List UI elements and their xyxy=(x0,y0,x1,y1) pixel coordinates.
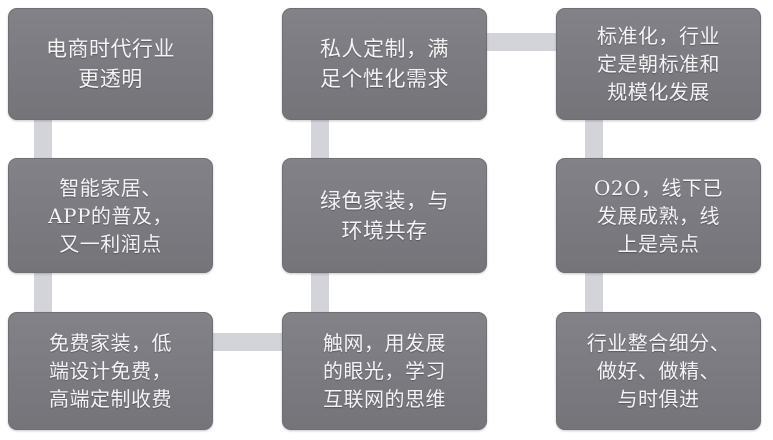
node-r1c2[interactable]: 私人定制，满 足个性化需求 xyxy=(282,8,487,120)
node-r2c1[interactable]: 智能家居、 APP的普及， 又一利润点 xyxy=(8,158,213,273)
node-r1c3[interactable]: 标准化，行业 定是朝标准和 规模化发展 xyxy=(556,8,761,120)
node-r1c2-label: 私人定制，满 足个性化需求 xyxy=(320,37,449,91)
node-r3c1[interactable]: 免费家装，低 端设计免费， 高端定制收费 xyxy=(8,312,213,430)
node-r1c3-label: 标准化，行业 定是朝标准和 规模化发展 xyxy=(597,24,720,104)
node-r1c1-label: 电商时代行业 更透明 xyxy=(46,37,175,91)
node-r3c2-label: 触网，用发展 的眼光，学习 互联网的思维 xyxy=(323,331,446,411)
node-r2c1-label: 智能家居、 APP的普及， 又一利润点 xyxy=(48,175,173,256)
node-r2c3-label: O2O，线下已 发展成熟，线 上是亮点 xyxy=(593,175,724,256)
node-r1c1[interactable]: 电商时代行业 更透明 xyxy=(8,8,213,120)
node-r3c2[interactable]: 触网，用发展 的眼光，学习 互联网的思维 xyxy=(282,312,487,430)
node-r3c3-label: 行业整合细分、 做好、做精、 与时俱进 xyxy=(586,331,731,411)
node-r2c2-label: 绿色家装，与 环境共存 xyxy=(320,188,449,243)
node-r3c1-label: 免费家装，低 端设计免费， 高端定制收费 xyxy=(49,331,172,411)
node-r2c3[interactable]: O2O，线下已 发展成熟，线 上是亮点 xyxy=(556,158,761,273)
node-r3c3[interactable]: 行业整合细分、 做好、做精、 与时俱进 xyxy=(556,312,761,430)
node-r2c2[interactable]: 绿色家装，与 环境共存 xyxy=(282,158,487,273)
